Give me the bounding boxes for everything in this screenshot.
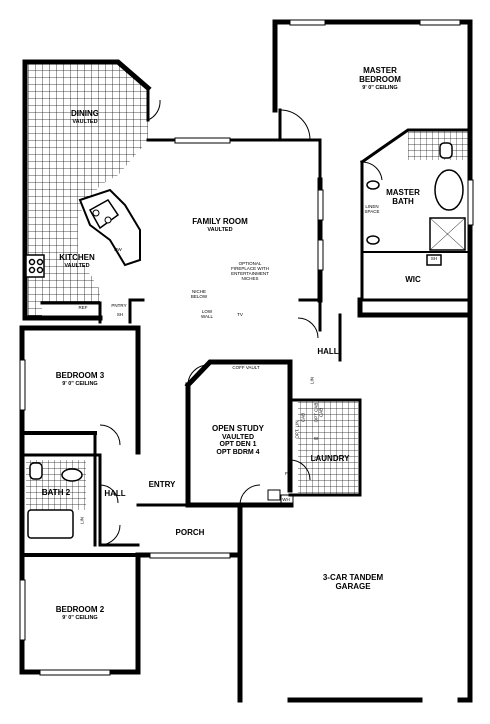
- washer-note: W: [313, 436, 319, 441]
- family-room-sub: VAULTED: [207, 226, 233, 233]
- bath2-label: BATH 2: [36, 488, 76, 498]
- porch-name: PORCH: [175, 528, 205, 537]
- open-study-sub3: OPT BDRM 4: [216, 449, 260, 457]
- laundry-name: LAUNDRY: [310, 454, 350, 463]
- open-study-label: OPEN STUDY VAULTED OPT DEN 1 OPT BDRM 4: [203, 424, 273, 457]
- master-bath-label: MASTER BATH: [378, 188, 428, 207]
- kitchen-island: [78, 188, 141, 267]
- linen-space-note: LINEN SPACE: [363, 204, 381, 215]
- master-bath-name2: BATH: [392, 196, 414, 206]
- fireplace-note-line1: OPTIONAL: [238, 261, 262, 266]
- low-wall-line2: WALL: [200, 313, 214, 319]
- kitchen-name: KITCHEN: [59, 253, 95, 262]
- garage-details: [267, 489, 294, 508]
- hall-right-name: HALL: [317, 347, 339, 356]
- garage-name: 3-CAR TANDEM: [322, 573, 384, 582]
- fireplace-note: OPTIONAL FIREPLACE WITH ENTERTAINMENT NI…: [225, 261, 275, 282]
- opt-lin-note: OPT. LIN: [294, 420, 300, 439]
- sh-kitchen-note: SH: [116, 312, 124, 317]
- dw-note: DW: [114, 247, 122, 252]
- stove: [25, 254, 45, 278]
- master-bedroom-name: MASTER: [363, 66, 397, 75]
- fireplace-note-line3: ENTERTAINMENT: [231, 270, 269, 276]
- bedroom3-name: BEDROOM 3: [55, 371, 105, 380]
- master-bedroom-ceiling: 9' 0" CEILING: [362, 84, 398, 91]
- door-swings: [99, 99, 383, 546]
- niche-note-line1: NICHE: [191, 289, 206, 294]
- master-bedroom-name2: BEDROOM: [359, 74, 401, 84]
- linen-line2: SPACE: [364, 208, 380, 214]
- cab-right-note: CAB: [300, 412, 306, 423]
- dining-label: DINING VAULTED: [60, 109, 110, 125]
- low-wall-line1: LOW: [201, 309, 213, 314]
- fh-note: FH: [285, 471, 291, 476]
- open-study-sub2: OPT DEN 1: [219, 441, 257, 449]
- kitchen-sub: VAULTED: [64, 262, 90, 269]
- bedroom3-label: BEDROOM 3 9' 0" CEILING: [45, 371, 115, 387]
- cab-left-note: CAB: [318, 407, 324, 418]
- dining-name: DINING: [71, 109, 99, 118]
- sh-master-note: SH: [430, 256, 438, 261]
- pdp-note: PDP: [185, 455, 191, 466]
- lin-bath2-note: LIN: [79, 516, 85, 524]
- wic-name: WIC: [405, 275, 421, 284]
- entry-name: ENTRY: [148, 480, 176, 489]
- garage-label: 3-CAR TANDEM GARAGE: [308, 573, 398, 592]
- kitchen-label: KITCHEN VAULTED: [52, 253, 102, 269]
- bedroom2-ceiling: 9' 0" CEILING: [62, 614, 98, 621]
- wic-label: WIC: [398, 275, 428, 285]
- bedroom2-name: BEDROOM 2: [55, 605, 105, 614]
- garage-name2: GARAGE: [335, 581, 371, 591]
- porch-label: PORCH: [168, 528, 212, 538]
- laundry-label: LAUNDRY: [305, 454, 355, 464]
- water-heater-note: WH: [282, 497, 290, 502]
- hall-left-name: HALL: [104, 489, 126, 498]
- niche-below-note: NICHE BELOW: [187, 289, 211, 300]
- master-bedroom-label: MASTER BEDROOM 9' 0" CEILING: [345, 66, 415, 91]
- linen-line1: LINEN: [365, 204, 379, 209]
- master-bath-name: MASTER: [386, 188, 420, 197]
- family-room-label: FAMILY ROOM VAULTED: [180, 217, 260, 233]
- coffered-note: COFF VAULT: [232, 365, 260, 370]
- bedroom2-label: BEDROOM 2 9' 0" CEILING: [45, 605, 115, 621]
- bath-fixtures: [27, 142, 466, 539]
- family-room-name: FAMILY ROOM: [192, 217, 248, 226]
- bath2-name: BATH 2: [41, 488, 71, 497]
- entry-label: ENTRY: [142, 480, 182, 490]
- bedroom3-ceiling: 9' 0" CEILING: [62, 380, 98, 387]
- fireplace-note-line2: FIREPLACE WITH: [231, 265, 269, 271]
- dryer-note: D: [314, 456, 318, 461]
- walls: [19, 19, 473, 703]
- open-study-name: OPEN STUDY: [211, 424, 264, 433]
- pntry-note: PNTRY: [111, 303, 127, 308]
- lin-hall-note: LIN: [309, 376, 315, 384]
- fireplace-note-line4: NICHES: [241, 275, 259, 281]
- dining-sub: VAULTED: [72, 118, 98, 125]
- hall-left-label: HALL: [100, 489, 130, 499]
- tv-note: TV: [237, 312, 243, 317]
- windows: [19, 19, 474, 676]
- tile-floors: [26, 62, 468, 510]
- niche-note-line2: BELOW: [190, 293, 208, 299]
- hall-right-label: HALL: [308, 347, 348, 357]
- open-study-sub1: VAULTED: [221, 433, 255, 441]
- ref-note: REF: [78, 305, 88, 310]
- low-wall-note: LOW WALL: [197, 309, 217, 320]
